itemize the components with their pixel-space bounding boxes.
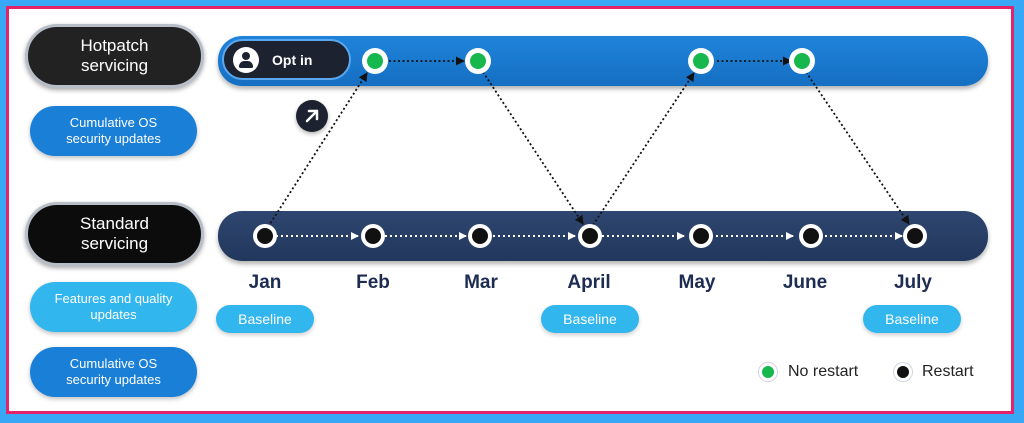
opt-in-label: Opt in (272, 51, 313, 68)
user-icon (233, 46, 259, 73)
hotpatch-servicing-label: Hotpatch servicing (25, 24, 204, 88)
legend-no-restart-dot (759, 363, 777, 381)
hotpatch-node-may (688, 48, 714, 74)
baseline-badge-april: Baseline (541, 305, 639, 333)
hotpatch-servicing-text: Hotpatch servicing (80, 36, 149, 75)
month-label-june: June (782, 272, 828, 293)
standard-node-may (689, 224, 713, 248)
month-label-mar: Mar (464, 272, 498, 293)
legend-no-restart-label: No restart (788, 363, 859, 380)
hotpatch-cumulative-updates-label: Cumulative OS security updates (30, 106, 197, 156)
standard-node-feb (361, 224, 385, 248)
month-label-april: April (567, 272, 611, 293)
diagram-canvas: Hotpatch servicing Cumulative OS securit… (9, 9, 1011, 411)
legend-restart-dot (894, 363, 912, 381)
external-arrow-icon[interactable] (296, 100, 328, 132)
hotpatch-nodes (362, 48, 815, 74)
standard-node-mar (468, 224, 492, 248)
hotpatch-node-june (789, 48, 815, 74)
standard-node-june (799, 224, 823, 248)
standard-node-jan (253, 224, 277, 248)
baseline-badge-jan: Baseline (216, 305, 314, 333)
opt-in-button[interactable]: Opt in (222, 39, 351, 80)
month-label-jan: Jan (248, 272, 282, 293)
standard-node-july (903, 224, 927, 248)
standard-servicing-text: Standard servicing (80, 214, 149, 253)
standard-servicing-label: Standard servicing (25, 202, 204, 266)
standard-node-april (578, 224, 602, 248)
cross-track-connectors (267, 71, 910, 228)
hotpatch-node-mar (465, 48, 491, 74)
legend-restart-label: Restart (922, 363, 974, 380)
baseline-badge-july: Baseline (863, 305, 961, 333)
hotpatch-cumulative-updates-text: Cumulative OS security updates (66, 115, 161, 146)
standard-cumulative-updates-label: Cumulative OS security updates (30, 347, 197, 397)
timeline-graph (253, 48, 927, 248)
month-label-feb: Feb (356, 272, 390, 293)
outer-frame (6, 6, 1014, 414)
month-label-july: July (893, 272, 933, 293)
hotpatch-node-feb (362, 48, 388, 74)
standard-cumulative-updates-text: Cumulative OS security updates (66, 356, 161, 387)
month-label-may: May (678, 272, 716, 293)
features-quality-updates-text: Features and quality updates (54, 291, 173, 322)
features-quality-updates-label: Features and quality updates (30, 282, 197, 332)
standard-nodes (253, 224, 927, 248)
